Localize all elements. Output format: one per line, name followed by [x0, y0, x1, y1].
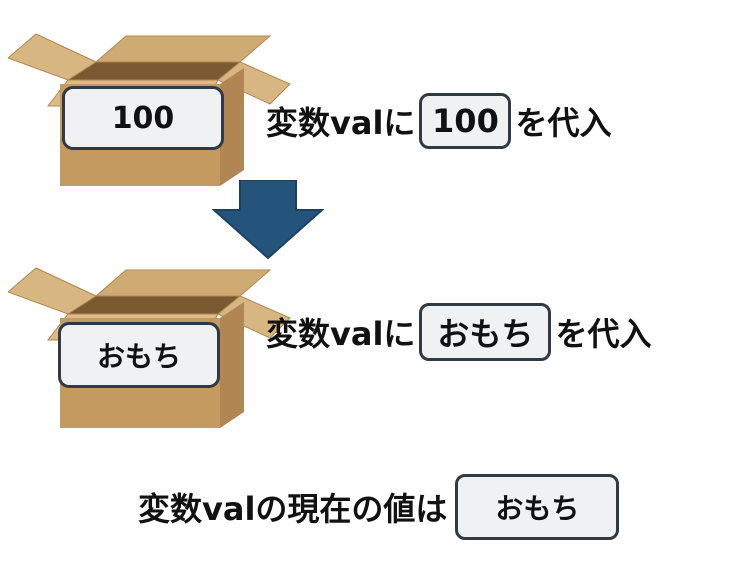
assignment-suffix: を代入 — [555, 315, 652, 353]
assigned-value-chip: おもち — [419, 303, 552, 361]
assignment-prefix: 変数valに — [266, 315, 416, 353]
box-value-label: 100 — [62, 86, 224, 150]
box-value-label: おもち — [58, 322, 220, 388]
current-value-sentence: 変数valの現在の値は おもち — [138, 474, 623, 540]
assignment-prefix: 変数valに — [266, 104, 416, 142]
down-arrow-icon — [212, 180, 324, 260]
assignment-sentence-2: 変数valに おもち を代入 — [266, 303, 651, 361]
assigned-value-chip: 100 — [419, 93, 512, 149]
current-value-chip: おもち — [455, 474, 620, 540]
assignment-sentence-1: 変数valに 100 を代入 — [266, 93, 611, 149]
current-value-prefix: 変数valの現在の値は — [138, 490, 448, 528]
assignment-suffix: を代入 — [515, 104, 612, 142]
